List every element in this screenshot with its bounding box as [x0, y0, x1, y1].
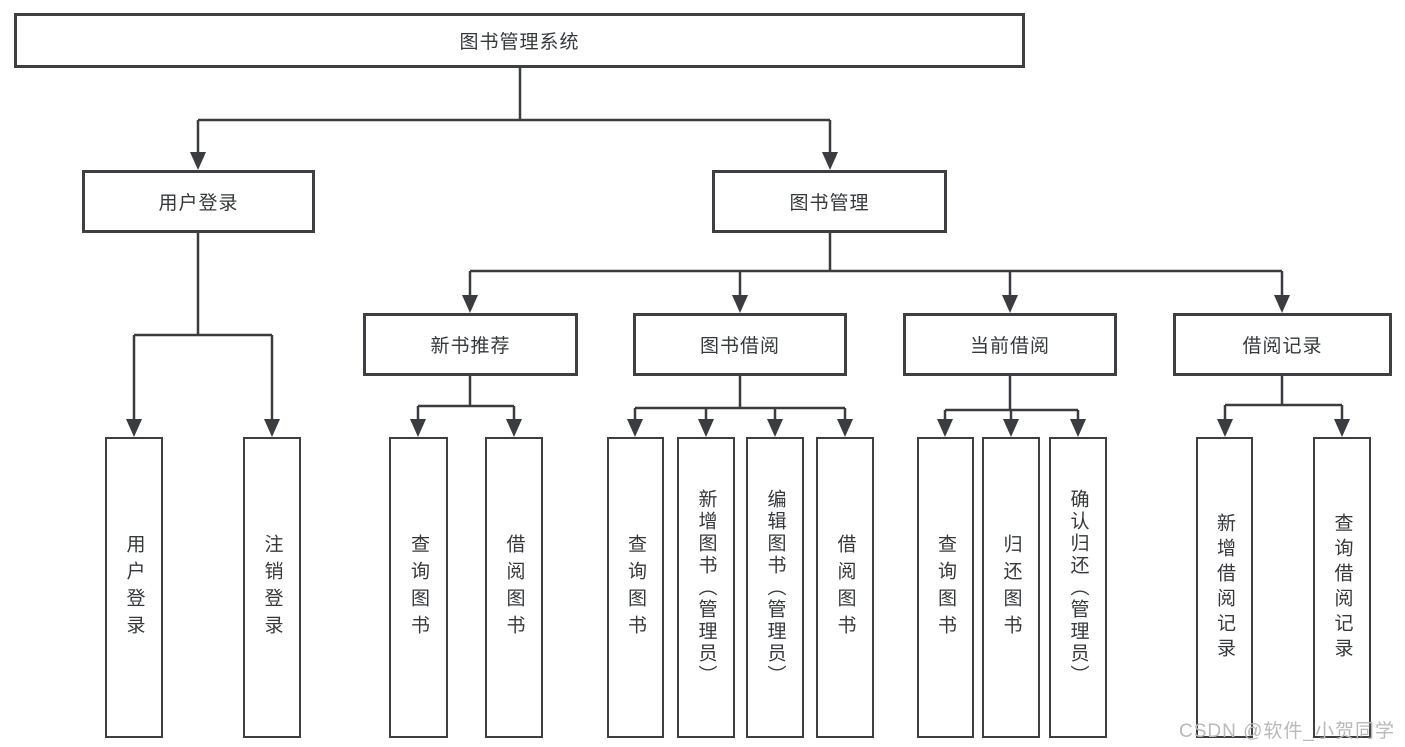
node-leaf-query-books-borrowing: 查询图书	[607, 437, 664, 738]
node-leaf-borrow-books: 借阅图书	[816, 437, 874, 738]
node-leaf-user-login-label: 用户登录	[123, 533, 145, 642]
node-leaf-query-books-current: 查询图书	[917, 437, 974, 738]
node-leaf-add-books-admin-label: 新增图书（管理员）	[695, 488, 717, 687]
node-user-login-label: 用户登录	[158, 193, 239, 214]
node-book-borrowing-label: 图书借阅	[699, 336, 780, 357]
node-book-management-label: 图书管理	[789, 193, 870, 214]
node-leaf-query-books-current-label: 查询图书	[935, 533, 956, 642]
node-leaf-borrow-books-recommend: 借阅图书	[485, 437, 543, 738]
node-leaf-edit-books-admin: 编辑图书（管理员）	[746, 437, 804, 738]
node-leaf-logout-login-label: 注销登录	[261, 533, 283, 642]
node-leaf-query-books-recommend-label: 查询图书	[408, 533, 429, 642]
node-current-borrowing-label: 当前借阅	[969, 336, 1050, 357]
node-root-label: 图书管理系统	[459, 32, 580, 53]
arrowheads	[126, 152, 1350, 437]
node-leaf-return-books-label: 归还图书	[1000, 533, 1022, 642]
node-leaf-add-borrow-record-label: 新增借阅记录	[1214, 512, 1235, 663]
node-leaf-return-books: 归还图书	[982, 437, 1040, 738]
node-new-book-recommend-label: 新书推荐	[430, 336, 511, 357]
node-leaf-query-borrow-record-label: 查询借阅记录	[1331, 512, 1353, 663]
node-new-book-recommend: 新书推荐	[363, 313, 578, 376]
node-leaf-logout-login: 注销登录	[243, 437, 301, 738]
node-book-borrowing: 图书借阅	[633, 313, 847, 376]
node-user-login: 用户登录	[82, 170, 315, 233]
node-root: 图书管理系统	[14, 13, 1025, 68]
node-current-borrowing: 当前借阅	[903, 313, 1117, 376]
node-borrowing-records: 借阅记录	[1173, 313, 1392, 376]
node-leaf-add-borrow-record: 新增借阅记录	[1196, 437, 1253, 738]
node-book-management: 图书管理	[712, 170, 947, 233]
node-leaf-borrow-books-recommend-label: 借阅图书	[503, 533, 525, 642]
node-leaf-query-books-borrowing-label: 查询图书	[625, 533, 646, 642]
node-leaf-user-login: 用户登录	[105, 437, 163, 738]
node-leaf-query-borrow-record: 查询借阅记录	[1313, 437, 1371, 738]
node-leaf-add-books-admin: 新增图书（管理员）	[677, 437, 735, 738]
csdn-watermark: CSDN @软件_小贺同学	[1179, 721, 1395, 742]
node-leaf-borrow-books-label: 借阅图书	[834, 533, 856, 642]
node-leaf-query-books-recommend: 查询图书	[389, 437, 448, 738]
node-leaf-edit-books-admin-label: 编辑图书（管理员）	[764, 488, 786, 687]
node-leaf-confirm-return-admin-label: 确认归还（管理员）	[1067, 488, 1089, 687]
node-leaf-confirm-return-admin: 确认归还（管理员）	[1049, 437, 1107, 738]
node-borrowing-records-label: 借阅记录	[1242, 336, 1323, 357]
